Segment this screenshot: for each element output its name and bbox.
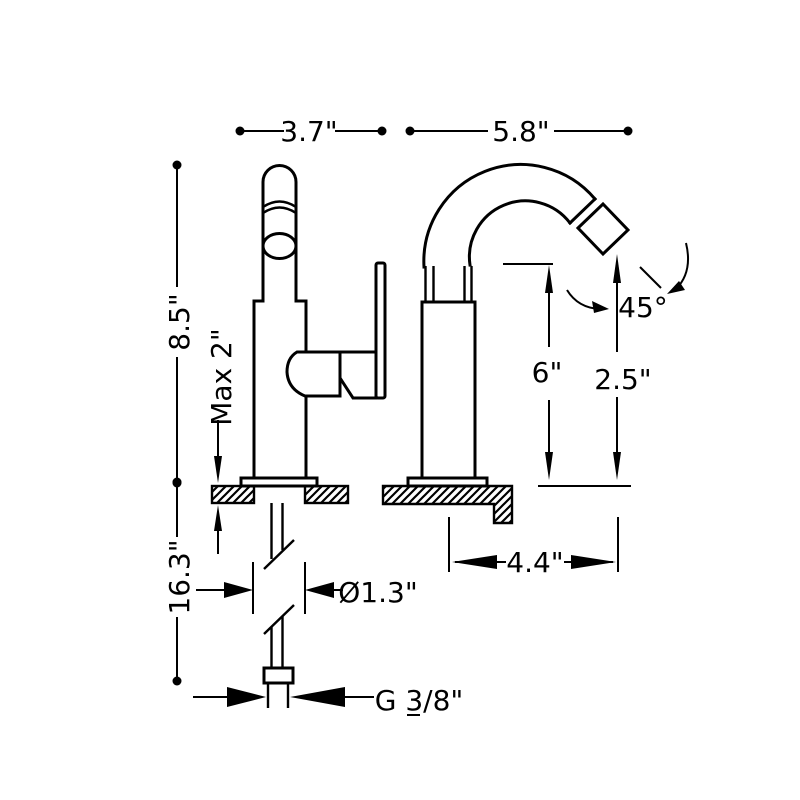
arrowhead-right [592,301,609,313]
supply-hose [262,503,295,708]
base-plate-front [239,476,319,488]
dim-end-dot [405,126,415,136]
arrowhead-down-left [667,281,685,294]
dimension-mounting-hole: Ø1.3" [196,562,418,614]
angle-axis-dash [639,266,662,289]
nozzle-45deg [575,201,631,257]
front-view-faucet [239,164,387,488]
hose-break-slash-lower [263,604,295,635]
dimension-height-below-deck: 16.3" [163,478,196,686]
spout-arc-end-cap [567,196,598,226]
arrowhead-right [224,582,253,598]
arrowhead-left [305,582,334,598]
dim-end-dot [172,478,182,488]
extension-bars [252,562,306,614]
deck-hatch-left-block [210,484,256,505]
arrowhead-down [613,452,621,480]
angle-arc-right [675,242,689,290]
deck-hatch-l-shape [381,484,514,525]
dimension-outlet-height: 2.5" [538,254,652,487]
dim-label-max-deck: Max 2" [205,328,238,425]
dim-end-dot [172,160,182,170]
faucet-body-side [420,300,477,480]
dim-label-hole-diameter: Ø1.3" [338,576,417,609]
side-view-faucet [406,163,631,488]
extension-lines [448,517,619,572]
dimension-front-width: 3.7" [235,115,387,148]
arrowhead-right [227,687,266,707]
arrowhead-down [545,452,553,480]
arrowhead-down [214,456,222,483]
spout-arc-inner [467,199,573,267]
arrowhead-left [452,555,497,569]
hose-connector-nut [262,666,295,685]
dimension-outlet-angle: 45° [566,242,689,324]
dim-label-side-reach: 5.8" [492,115,549,148]
dim-end-dot [377,126,387,136]
dim-label-outlet-angle: 45° [618,291,668,324]
dimension-height-above-deck: 8.5" [163,160,196,487]
neck-collar-lines [424,266,473,302]
dim-end-dot [235,126,245,136]
dim-label-outlet-height: 2.5" [594,363,651,396]
arrowhead-up [613,254,621,283]
dim-label-supply-thread: G 3/8" [375,684,464,717]
handle-lever-bar [374,261,387,400]
deck-hatch-right-block [303,484,350,505]
arrowhead-left [290,687,345,707]
countertop-section-left [210,484,350,505]
arrowhead-up [214,505,222,531]
dimension-max-deck-thickness: Max 2" [205,328,238,554]
handle-cartridge-housing [285,350,342,398]
dimension-spout-underside-height: 6" [503,263,563,480]
dim-label-height-below-deck: 16.3" [163,539,196,614]
dim-end-dot [172,676,182,686]
arrowhead-right [571,555,616,569]
dim-label-height-above-deck: 8.5" [163,293,196,350]
spout-arc-outer [422,163,598,269]
arrowhead-up [545,265,553,293]
dim-end-dot [623,126,633,136]
dimension-base-reach: 4.4" [448,517,619,579]
handle-lever-base [338,350,378,400]
hose-lines-upper [270,503,284,559]
dimension-supply-thread: G 3/8" [193,684,463,717]
spout-outlet-ellipse [261,232,298,260]
dim-label-spout-height: 6" [532,356,563,389]
dim-label-front-width: 3.7" [280,115,337,148]
spout-collar-arcs [262,200,297,215]
hose-lines-lower [270,616,284,668]
connector-thread-stubs [266,683,290,708]
dim-label-base-reach: 4.4" [506,546,563,579]
dimension-side-reach: 5.8" [405,115,633,148]
hose-break-slash-upper [263,539,295,570]
countertop-section-right [381,484,514,525]
